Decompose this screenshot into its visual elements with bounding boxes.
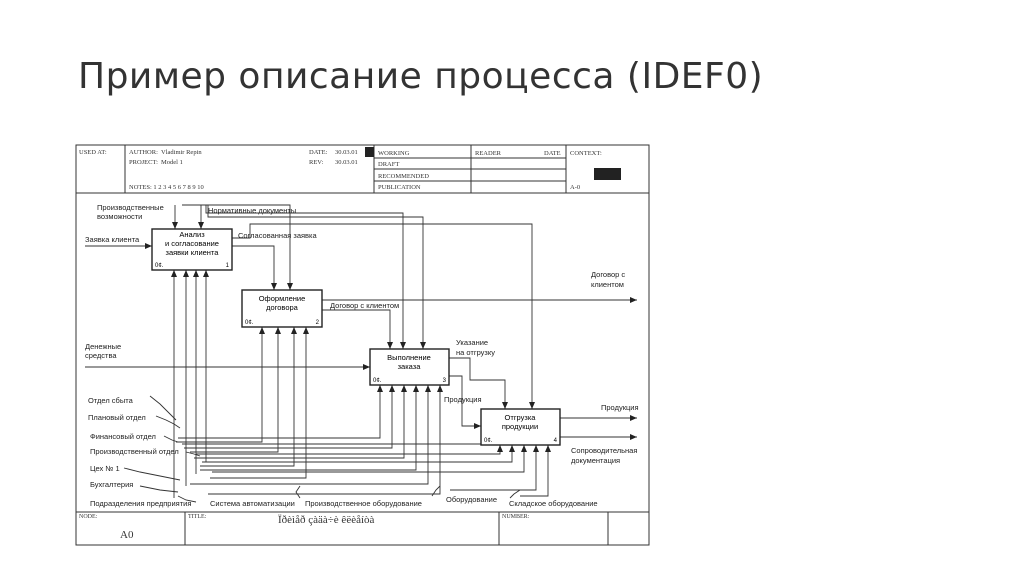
label-automation: Система автоматизации: [210, 499, 295, 508]
box-3-number: 3: [443, 378, 447, 384]
label-docs-out-1: Сопроводительная: [571, 446, 637, 455]
slide-title: Пример описание процесса (IDEF0): [78, 56, 764, 97]
label-shipping-2: на отгрузку: [456, 348, 495, 357]
title-label: TITLE:: [188, 514, 207, 520]
box-3-label-line-1: Выполнение: [387, 353, 431, 362]
label-sales-dept: Отдел сбыта: [88, 396, 134, 405]
label-money-1: Денежные: [85, 342, 121, 351]
date-value: 30.03.01: [335, 149, 358, 156]
date2-label: DATE: [544, 150, 561, 157]
activity-box-1[interactable]: Анализ и согласование заявки клиента 0¢.…: [151, 228, 233, 271]
status-draft: DRAFT: [378, 161, 399, 168]
context-label: CONTEXT:: [570, 150, 602, 157]
box-4-number: 4: [554, 438, 558, 444]
box-2-number: 2: [316, 320, 320, 326]
diagram-title: Ïðèìåð çàäà÷è êëèåíòà: [278, 514, 375, 526]
box-1-label-line-2: и согласование: [165, 239, 219, 248]
activity-box-4[interactable]: Отгрузка продукции 0¢. 4: [480, 408, 561, 446]
box-1-label-line-3: заявки клиента: [166, 248, 220, 257]
label-prod-capacity-1: Производственные: [97, 203, 164, 212]
box-1-cost: 0¢.: [155, 263, 164, 269]
label-normative-docs: Нормативные документы: [208, 206, 296, 215]
used-at-label: USED AT:: [79, 149, 107, 156]
box-3-label-line-2: заказа: [398, 362, 422, 371]
box-4-label-line-2: продукции: [502, 422, 538, 431]
label-agreed-request: Согласованная заявка: [238, 231, 317, 240]
activity-box-2[interactable]: Оформление договора 0¢. 2: [241, 289, 323, 328]
box-1-number: 1: [226, 263, 230, 269]
rev-value: 30.03.01: [335, 159, 358, 166]
diagram-frame: [75, 144, 650, 546]
box-2-label-line-2: договора: [266, 303, 299, 312]
context-node: A-0: [570, 184, 580, 191]
project-value: Model 1: [161, 159, 183, 166]
box-2-label-line-1: Оформление: [259, 294, 306, 303]
working-marker: [365, 147, 374, 157]
label-product-mid: Продукция: [444, 395, 482, 404]
label-finance-dept: Финансовый отдел: [90, 432, 156, 441]
status-recommended: RECOMMENDED: [378, 173, 429, 180]
rev-label: REV:: [309, 159, 324, 166]
label-client-request: Заявка клиента: [85, 235, 140, 244]
node-value: A0: [120, 529, 134, 541]
label-workshop: Цех № 1: [90, 464, 120, 473]
label-equipment: Оборудование: [446, 495, 497, 504]
node-label: NODE:: [79, 514, 98, 520]
context-thumbnail: [594, 168, 621, 180]
label-planning-dept: Плановый отдел: [88, 413, 146, 422]
author-value: Vladimir Repin: [161, 149, 202, 156]
arrow-lines: [85, 204, 637, 503]
box-2-cost: 0¢.: [245, 320, 254, 326]
status-publication: PUBLICATION: [378, 184, 421, 191]
label-accounting: Бухгалтерия: [90, 480, 133, 489]
label-docs-out-2: документация: [571, 456, 620, 465]
label-product-out: Продукция: [601, 403, 639, 412]
label-money-2: средства: [85, 351, 117, 360]
label-prod-equipment: Производственное оборудование: [305, 499, 422, 508]
box-4-label-line-1: Отгрузка: [505, 413, 537, 422]
label-shipping-1: Указание: [456, 338, 488, 347]
project-label: PROJECT:: [129, 159, 158, 166]
label-contract-with-client: Договор с клиентом: [330, 301, 399, 310]
author-label: AUTHOR:: [129, 149, 158, 156]
date-label: DATE:: [309, 149, 328, 156]
box-3-cost: 0¢.: [373, 378, 382, 384]
reader-label: READER: [475, 150, 502, 157]
status-working: WORKING: [378, 150, 410, 157]
box-1-label-line-1: Анализ: [179, 230, 205, 239]
label-contract-out-1: Договор с: [591, 270, 625, 279]
activity-box-3[interactable]: Выполнение заказа 0¢. 3: [369, 348, 450, 386]
label-warehouse-equipment: Складское оборудование: [509, 499, 598, 508]
label-prod-capacity-2: возможности: [97, 212, 142, 221]
label-divisions: Подразделения предприятия: [90, 499, 191, 508]
box-4-cost: 0¢.: [484, 438, 493, 444]
number-label: NUMBER:: [502, 514, 530, 520]
label-contract-out-2: клиентом: [591, 280, 624, 289]
notes: NOTES: 1 2 3 4 5 6 7 8 9 10: [129, 184, 204, 191]
label-production-dept: Производственный отдел: [90, 447, 179, 456]
